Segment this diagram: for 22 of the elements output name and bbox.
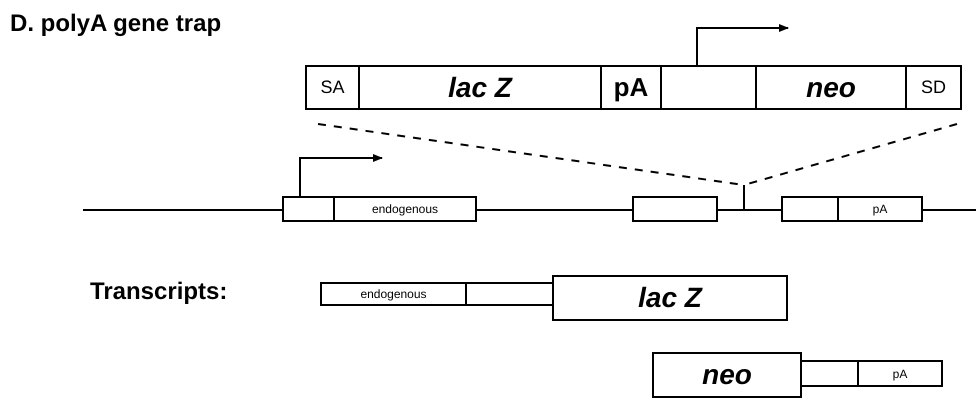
transcript-segment bbox=[465, 282, 554, 306]
transcript-segment: pA bbox=[857, 360, 943, 387]
segment-box: SA bbox=[305, 65, 360, 110]
exon-box bbox=[781, 196, 839, 222]
transcript-segment bbox=[800, 360, 859, 387]
segment-box bbox=[660, 65, 757, 110]
exon-box bbox=[632, 196, 718, 222]
exon-box: endogenous bbox=[333, 196, 477, 222]
section-label: Transcripts: bbox=[90, 278, 228, 306]
title: D. polyA gene trap bbox=[10, 10, 222, 38]
promoter-arrow bbox=[696, 24, 789, 65]
segment-box: SD bbox=[905, 65, 962, 110]
transcript-segment: endogenous bbox=[320, 282, 467, 306]
exon-box bbox=[282, 196, 335, 222]
transcript-segment: neo bbox=[652, 352, 802, 398]
insertion-mark bbox=[743, 185, 745, 210]
promoter-arrow bbox=[299, 154, 383, 196]
gene-box: lac Z bbox=[358, 65, 602, 110]
exon-box: pA bbox=[837, 196, 923, 222]
transcript-segment: lac Z bbox=[552, 275, 788, 321]
segment-box: pA bbox=[600, 65, 662, 110]
gene-box: neo bbox=[755, 65, 907, 110]
